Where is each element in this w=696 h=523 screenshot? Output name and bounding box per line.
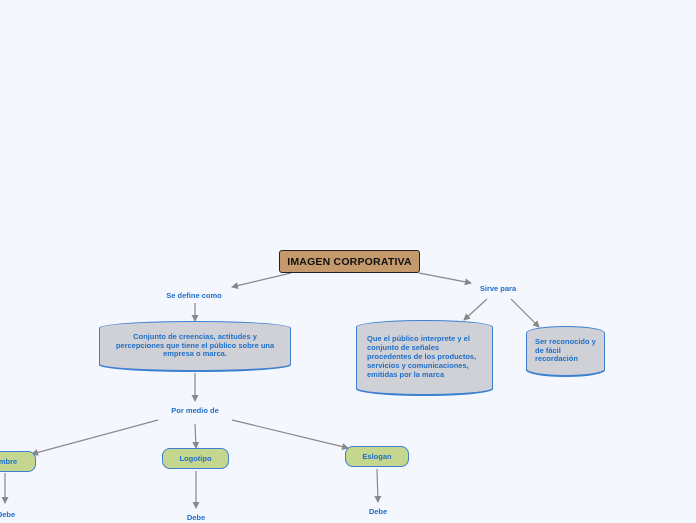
connector-por-medio-to-eslogan — [231, 419, 349, 450]
connector-por-medio-to-nombre — [31, 419, 159, 456]
connector-root-to-se-define — [231, 272, 292, 290]
link-label-se-define-como[interactable]: Se define como — [166, 290, 222, 300]
connector-sirve-to-interpretacion — [463, 298, 488, 321]
concept-logotipo[interactable]: Logotipo — [162, 448, 229, 469]
concept-interpretacion-text: Que el público interprete y el conjunto … — [367, 334, 477, 379]
concept-reconocido-text: Ser reconocido y de fácil recordación — [535, 336, 596, 364]
connector-por-medio-to-logotipo — [192, 423, 200, 449]
connector-root-to-sirve — [418, 272, 472, 286]
concept-definicion-text: Conjunto de creencias, actitudes y perce… — [115, 331, 275, 359]
concept-eslogan[interactable]: Eslogan — [345, 446, 409, 467]
connector-sirve-to-reconocido — [510, 298, 540, 328]
link-label-debe-eslogan[interactable]: Debe — [368, 506, 388, 516]
link-label-debe-logotipo[interactable]: Debe — [186, 512, 206, 522]
connector-eslogan-to-debe — [374, 468, 382, 503]
root-node-imagen-corporativa[interactable]: IMAGEN CORPORATIVA — [279, 250, 420, 273]
concept-nombre[interactable]: Nombre — [0, 451, 36, 472]
link-label-sirve-para[interactable]: Sirve para — [479, 283, 517, 293]
concept-interpretacion[interactable]: Que el público interprete y el conjunto … — [356, 320, 493, 395]
concept-reconocido[interactable]: Ser reconocido y de fácil recordación — [526, 326, 605, 376]
concept-definicion[interactable]: Conjunto de creencias, actitudes y perce… — [99, 321, 291, 371]
link-label-por-medio-de[interactable]: Por medio de — [171, 405, 219, 415]
link-label-debe-nombre[interactable]: Debe — [0, 509, 16, 519]
